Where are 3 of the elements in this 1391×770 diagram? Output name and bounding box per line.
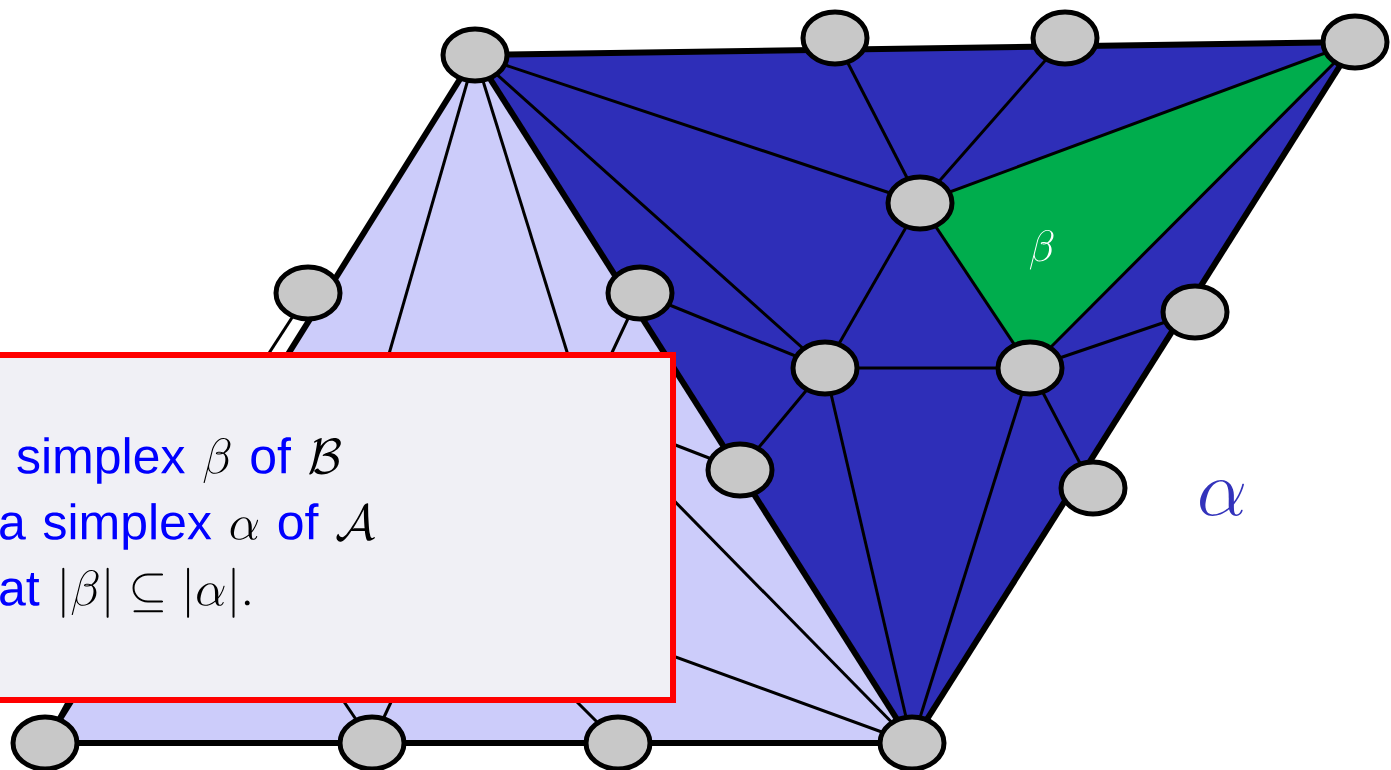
text-box: simplex $\beta$ of $\mathcal{B}$ a simplex $\alpha$ of $\mathcal{A}$ at $|\beta| \subseteq |\alpha|.$ xyxy=(0,352,676,703)
simplex-label: $\beta$ xyxy=(1029,229,1054,270)
simplex-label: $\alpha$ xyxy=(1200,479,1244,516)
